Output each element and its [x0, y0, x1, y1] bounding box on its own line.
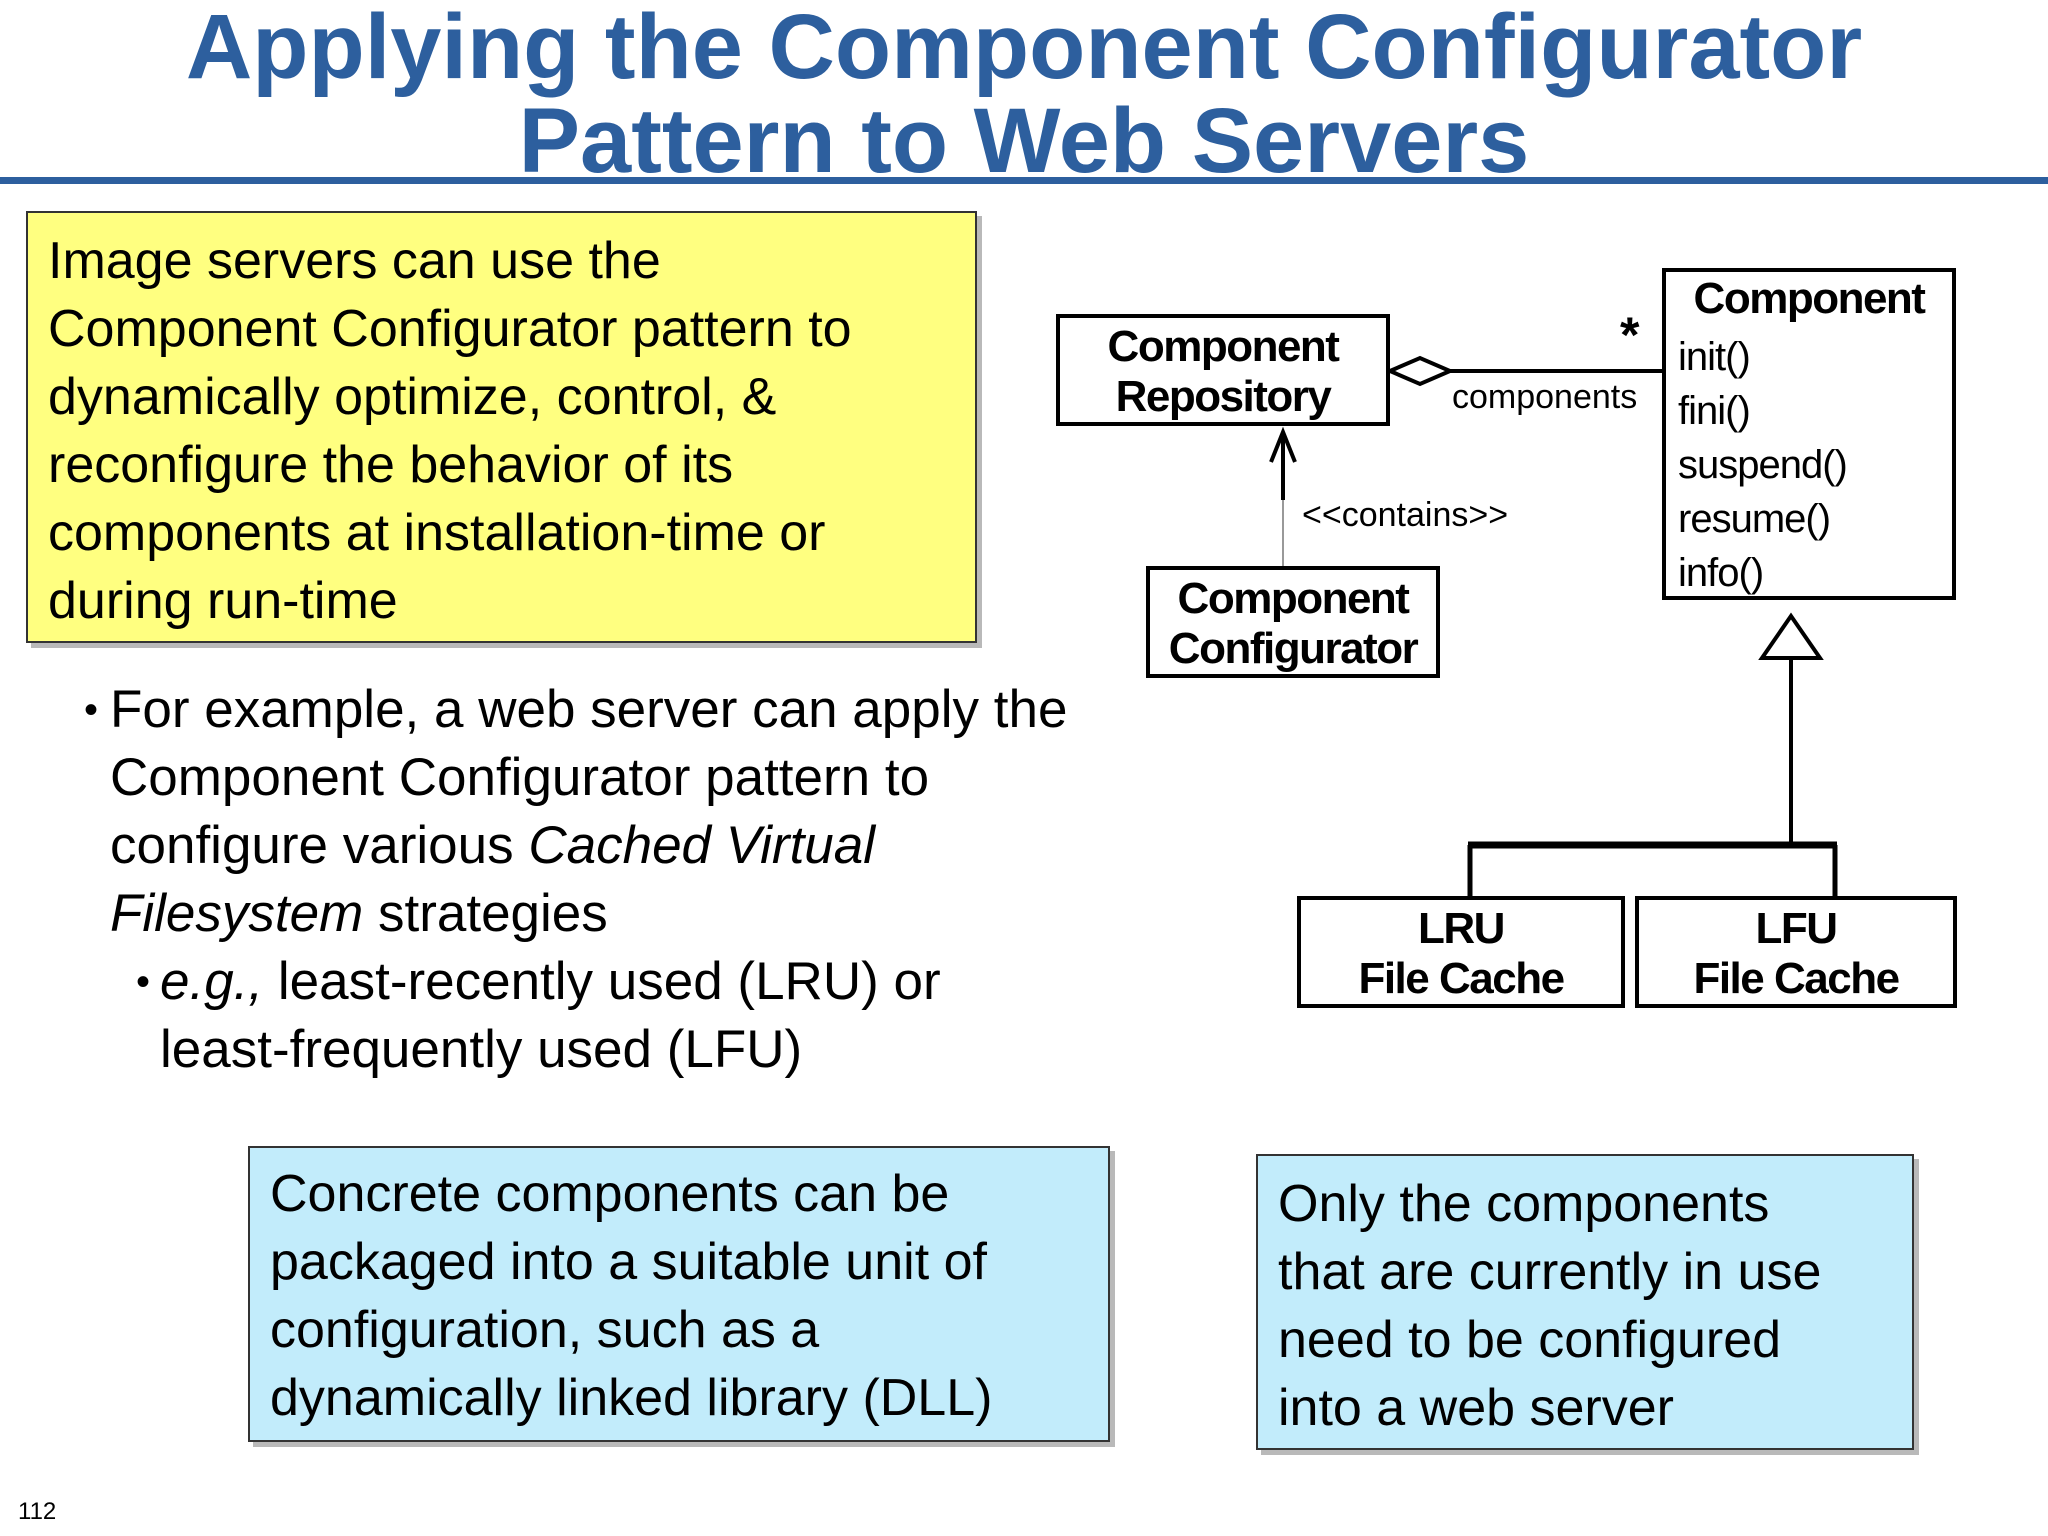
- box-line: Component: [1177, 574, 1410, 623]
- bullet-italic: Filesystem: [110, 884, 364, 943]
- blue-callout-in-use: Only the components that are currently i…: [1256, 1154, 1914, 1450]
- method: suspend(): [1678, 443, 1848, 487]
- component-class-header: Component: [1662, 268, 1956, 326]
- lfu-file-cache-box: LFU File Cache: [1635, 896, 1957, 1008]
- callout-line: packaged into a suitable unit of: [270, 1233, 987, 1291]
- title-line-2: Pattern to Web Servers: [518, 90, 1530, 192]
- callout-line: dynamically optimize, control, &: [48, 368, 777, 426]
- box-line: Configurator: [1168, 624, 1419, 673]
- aggregation-diamond: [1384, 355, 1456, 387]
- callout-line: reconfigure the behavior of its: [48, 436, 734, 494]
- generalization-triangle: [1758, 612, 1824, 660]
- bullet-italic: e.g.,: [160, 952, 264, 1011]
- bullet-level-1: • For example, a web server can apply th…: [84, 676, 1164, 948]
- slide-title: Applying the Component Configurator Patt…: [0, 0, 2048, 188]
- box-line: LRU: [1418, 904, 1505, 953]
- box-line: Component: [1107, 322, 1340, 371]
- contains-arrowhead: [1269, 426, 1297, 463]
- callout-line: configuration, such as a: [270, 1301, 820, 1359]
- callout-line: during run-time: [48, 572, 398, 630]
- callout-line: dynamically linked library (DLL): [270, 1369, 993, 1427]
- association-label: components: [1452, 378, 1638, 416]
- title-divider: [0, 177, 2048, 184]
- box-line: File Cache: [1358, 954, 1565, 1003]
- callout-line: need to be configured: [1278, 1311, 1782, 1369]
- bullet-line: configure various: [110, 816, 529, 875]
- callout-line: into a web server: [1278, 1379, 1674, 1437]
- method: info(): [1678, 551, 1764, 595]
- box-line: LFU: [1755, 904, 1838, 953]
- bullet-level-2: • e.g., least-recently used (LRU) or lea…: [136, 948, 1036, 1084]
- bullet-dot: •: [84, 688, 99, 732]
- contains-label: <<contains>>: [1302, 496, 1509, 534]
- title-line-1: Applying the Component Configurator: [185, 0, 1863, 98]
- component-repository-box: Component Repository: [1056, 314, 1390, 426]
- page-number: 112: [18, 1498, 57, 1525]
- bullet-italic: Cached Virtual: [528, 816, 876, 875]
- callout-line: that are currently in use: [1278, 1243, 1822, 1301]
- bullet-line: strategies: [363, 884, 608, 943]
- multiplicity-label: *: [1620, 307, 1640, 363]
- bullet-text: For example, a web server can apply the …: [110, 676, 1164, 948]
- bullet-line: least-recently used (LRU) or: [263, 952, 941, 1011]
- callout-line: Concrete components can be: [270, 1165, 950, 1223]
- component-class-methods: init() fini() suspend() resume() info(): [1662, 322, 1956, 600]
- blue-callout-dll: Concrete components can be packaged into…: [248, 1146, 1110, 1442]
- bullet-line: least-frequently used (LFU): [160, 1020, 803, 1079]
- method: fini(): [1678, 389, 1751, 433]
- method: init(): [1678, 335, 1751, 379]
- bullet-text: e.g., least-recently used (LRU) or least…: [160, 948, 1036, 1084]
- component-configurator-box: Component Configurator: [1146, 566, 1440, 678]
- box-line: Repository: [1115, 372, 1332, 421]
- callout-line: Only the components: [1278, 1175, 1770, 1233]
- bullet-dot: •: [136, 960, 151, 1004]
- lru-file-cache-box: LRU File Cache: [1297, 896, 1625, 1008]
- callout-line: components at installation-time or: [48, 504, 826, 562]
- method: resume(): [1678, 497, 1831, 541]
- box-line: File Cache: [1693, 954, 1900, 1003]
- callout-line: Component Configurator pattern to: [48, 300, 852, 358]
- yellow-callout: Image servers can use the Component Conf…: [26, 211, 977, 643]
- bullet-line: Component Configurator pattern to: [110, 748, 930, 807]
- bullet-line: For example, a web server can apply the: [110, 680, 1068, 739]
- callout-line: Image servers can use the: [48, 232, 661, 290]
